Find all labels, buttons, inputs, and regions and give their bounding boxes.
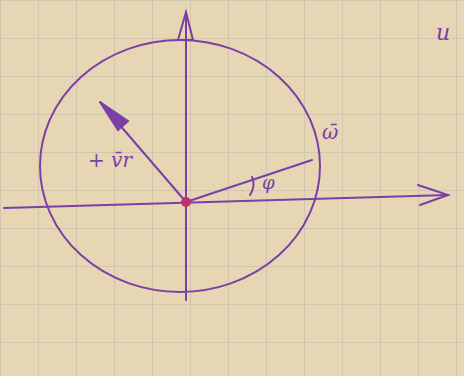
radius-line bbox=[186, 160, 312, 202]
vector-arrowhead bbox=[100, 102, 128, 130]
math-label: φ bbox=[262, 174, 275, 192]
x-axis bbox=[4, 195, 448, 208]
y-axis bbox=[185, 12, 187, 300]
angle-arc bbox=[250, 177, 254, 195]
math-label: ω̄ bbox=[322, 122, 338, 142]
origin-dot bbox=[181, 197, 191, 207]
circle bbox=[40, 40, 320, 292]
math-label: u bbox=[436, 22, 450, 44]
math-label: + v̄r bbox=[88, 150, 132, 170]
y-arrowhead bbox=[178, 12, 193, 40]
x-arrowhead bbox=[418, 185, 448, 205]
